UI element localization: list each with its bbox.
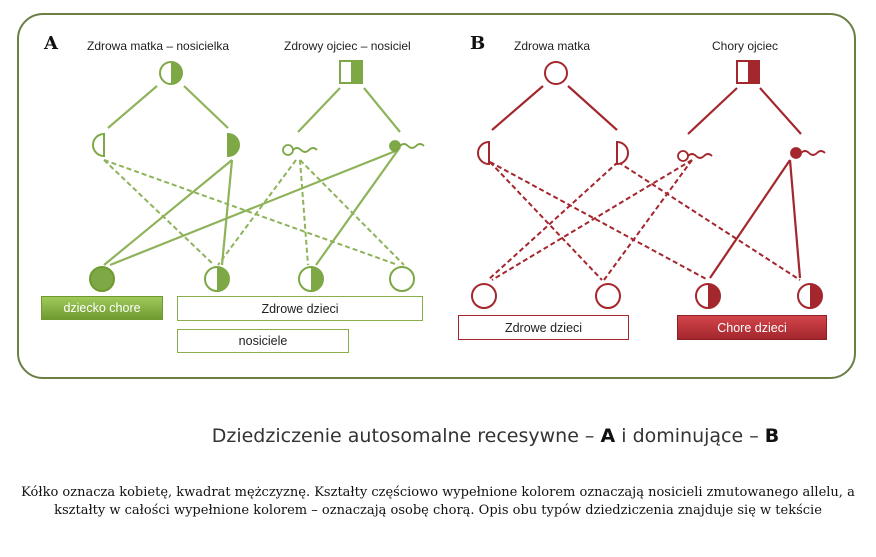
- line-father-b-sperm1: [687, 87, 738, 135]
- father-a-label: Zdrowy ojciec – nosiciel: [284, 39, 411, 53]
- dashed-b-egg2-child4: [617, 161, 801, 281]
- sperm-b-mutated-icon: [790, 147, 826, 159]
- healthy-children-box-a: Zdrowe dzieci: [177, 296, 423, 321]
- line-a-sperm2-child3: [315, 149, 399, 266]
- panel-b-lines: [491, 85, 802, 279]
- mother-a-label: Zdrowa matka – nosicielka: [87, 39, 230, 53]
- dashed-a-egg1-child4: [103, 159, 399, 266]
- father-b-label: Chory ojciec: [712, 39, 779, 53]
- egg-b-healthy2-icon: [616, 140, 629, 166]
- child-b-affected1-circle: [695, 283, 721, 309]
- title-part3: i dominujące –: [621, 425, 759, 447]
- line-mother-b-egg1: [491, 85, 544, 131]
- child-b-healthy2-circle: [595, 283, 621, 309]
- panel-b-dashed-lines: [487, 159, 801, 281]
- line-a-egg2-child1: [103, 159, 233, 266]
- dashed-b-egg1-child2: [489, 161, 603, 281]
- sperm-a-healthy-icon: [282, 144, 318, 156]
- panel-a-letter: A: [44, 33, 58, 54]
- father-a-carrier-square: [339, 60, 363, 84]
- egg-a-mutated-icon: [227, 132, 240, 158]
- child-a-affected-circle: [89, 266, 115, 292]
- dashed-b-egg2-child1: [487, 161, 619, 281]
- line-mother-a-egg2: [183, 85, 229, 129]
- child-a-healthy-circle: [389, 266, 415, 292]
- sperm-b-healthy-icon: [677, 150, 713, 162]
- panel-a-lines: [103, 85, 401, 267]
- line-a-sperm2-child1: [109, 148, 399, 267]
- line-a-egg2-child2: [220, 159, 234, 266]
- healthy-children-box-b: Zdrowe dzieci: [458, 315, 629, 340]
- title-part1: Dziedziczenie autosomalne recesywne –: [211, 425, 595, 447]
- father-b-affected-square: [736, 60, 760, 84]
- child-b-affected2-circle: [797, 283, 823, 309]
- line-father-a-sperm2: [363, 87, 401, 133]
- dashed-b-egg1-child3: [489, 161, 709, 281]
- affected-child-box: dziecko chore: [41, 296, 163, 320]
- carriers-box: nosiciele: [177, 329, 349, 353]
- mother-a-carrier-circle: [159, 61, 183, 85]
- child-a-carrier2-circle: [298, 266, 324, 292]
- dashed-a-egg1-child2: [103, 159, 215, 266]
- title-part2: A: [600, 425, 616, 447]
- child-a-carrier1-circle: [204, 266, 230, 292]
- title-part4: B: [764, 425, 780, 447]
- dashed-b-sperm1-child2: [603, 159, 693, 281]
- line-b-sperm2-child4: [788, 159, 802, 279]
- line-mother-a-egg1: [107, 85, 158, 129]
- mother-b-healthy-circle: [544, 61, 568, 85]
- affected-children-box: Chore dzieci: [677, 315, 827, 340]
- dashed-b-sperm1-child1: [491, 159, 693, 281]
- egg-b-healthy1-icon: [477, 140, 490, 166]
- egg-a-healthy-icon: [92, 132, 105, 158]
- mother-b-label: Zdrowa matka: [514, 39, 591, 53]
- panel-a-dashed-lines: [103, 159, 405, 266]
- line-father-b-sperm2: [759, 87, 802, 135]
- child-b-healthy1-circle: [471, 283, 497, 309]
- panel-b-letter: B: [470, 33, 486, 54]
- line-father-a-sperm1: [297, 87, 341, 133]
- figure-caption: Kółko oznacza kobietę, kwadrat mężczyznę…: [21, 485, 855, 518]
- figure-title: Dziedziczenie autosomalne recesywne – A …: [0, 425, 876, 447]
- dashed-a-sperm1-child2: [217, 159, 297, 266]
- line-mother-b-egg2: [567, 85, 618, 131]
- sperm-a-mutated-icon: [389, 140, 425, 152]
- dashed-a-sperm1-child4: [299, 159, 405, 266]
- dashed-a-sperm1-child3: [299, 159, 309, 266]
- line-b-sperm2-child3: [709, 159, 791, 279]
